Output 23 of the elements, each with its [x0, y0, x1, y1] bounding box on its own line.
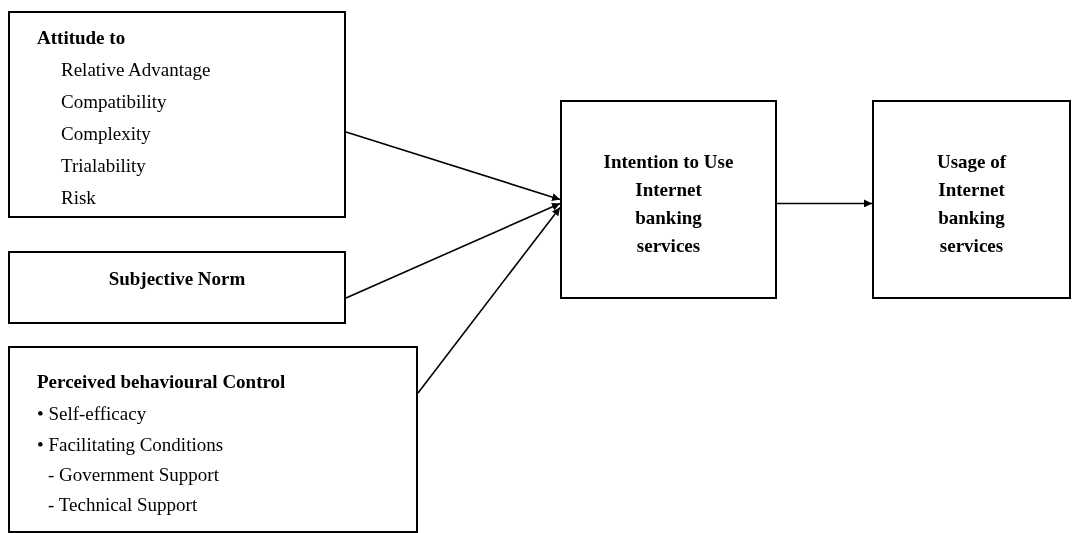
box-heading: Intention to Use Internet banking services	[602, 150, 735, 258]
list-item: Compatibility	[61, 90, 167, 114]
concept-box	[872, 100, 1071, 299]
box-heading: Attitude to	[37, 26, 126, 50]
list-item: Risk	[61, 186, 96, 210]
arrow	[345, 131, 561, 201]
arrow	[345, 202, 561, 299]
concept-box	[8, 251, 346, 324]
list-item: - Government Support	[48, 463, 219, 487]
list-item: • Facilitating Conditions	[37, 433, 224, 457]
concept-box	[8, 346, 418, 533]
box-heading: Perceived behavioural Control	[37, 370, 286, 394]
concept-box	[560, 100, 777, 299]
list-item: - Technical Support	[48, 493, 198, 517]
box-heading: Subjective Norm	[107, 267, 247, 291]
arrow	[776, 199, 873, 208]
list-item: Trialability	[61, 154, 146, 178]
list-item: Relative Advantage	[61, 58, 211, 82]
list-item: • Self-efficacy	[37, 402, 147, 426]
arrow	[417, 206, 561, 394]
concept-box	[8, 11, 346, 218]
box-heading: Usage of Internet banking services	[935, 150, 1008, 258]
list-item: Complexity	[61, 122, 151, 146]
